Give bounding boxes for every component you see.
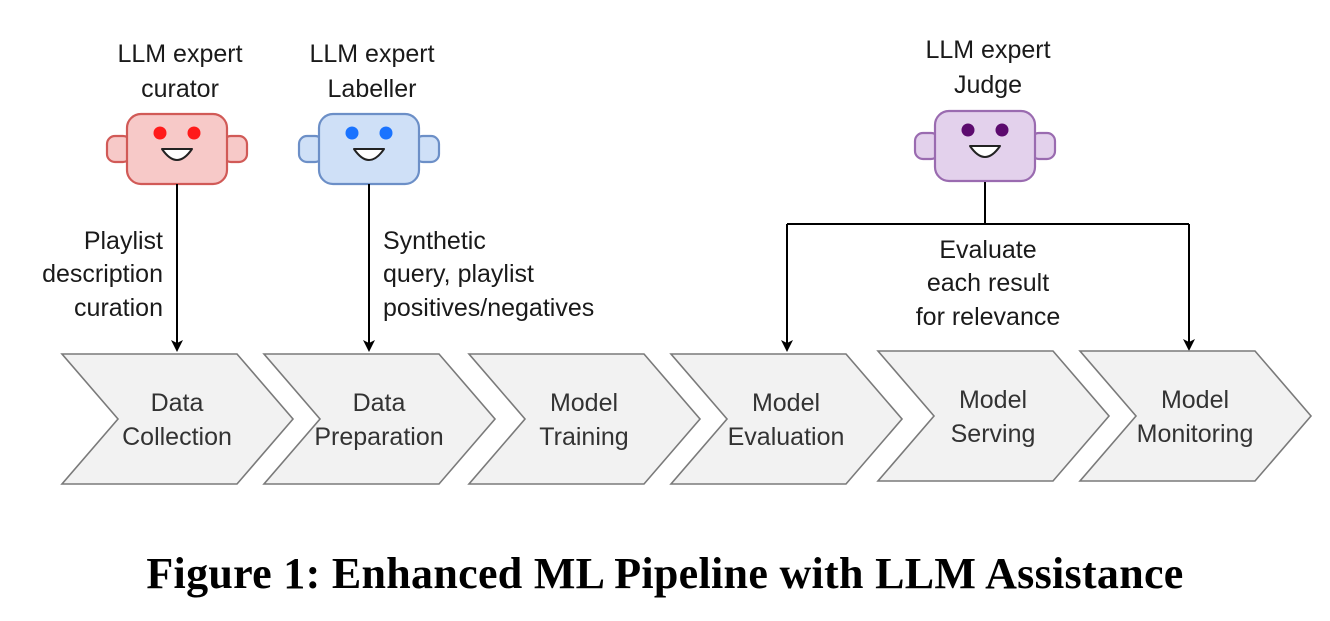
- curator-robot-icon: [105, 112, 249, 186]
- labeller-robot-icon: [297, 112, 441, 186]
- pipeline-diagram: LLM expert curator LLM expert Labeller L…: [42, 36, 1313, 485]
- svg-text:Model: Model: [959, 386, 1027, 414]
- figure-caption: Figure 1: Enhanced ML Pipeline with LLM …: [146, 549, 1184, 598]
- expert-judge-title: LLM expert: [925, 36, 1050, 64]
- stage-model-evaluation: Model Evaluation: [669, 353, 904, 485]
- svg-text:Model: Model: [550, 389, 618, 417]
- svg-text:curation: curation: [74, 294, 163, 322]
- svg-text:Evaluation: Evaluation: [728, 423, 845, 451]
- judge-robot-icon: [913, 109, 1057, 183]
- svg-text:Evaluate: Evaluate: [939, 236, 1036, 264]
- annotation-evaluation: Evaluate each result for relevance: [916, 236, 1061, 331]
- svg-text:Model: Model: [752, 389, 820, 417]
- svg-text:Playlist: Playlist: [84, 227, 163, 255]
- stage-model-serving: Model Serving: [876, 350, 1111, 482]
- svg-text:Training: Training: [539, 423, 628, 451]
- svg-text:Data: Data: [353, 389, 406, 417]
- svg-text:for relevance: for relevance: [916, 303, 1061, 331]
- annotation-labelling: Synthetic query, playlist positives/nega…: [383, 227, 594, 322]
- annotation-curation: Playlist description curation: [42, 227, 163, 322]
- svg-text:each result: each result: [927, 269, 1049, 297]
- expert-labeller-title: LLM expert: [309, 40, 434, 68]
- stage-model-training: Model Training: [467, 353, 702, 485]
- stage-data-collection: Data Collection: [60, 353, 295, 485]
- svg-text:Serving: Serving: [951, 420, 1036, 448]
- svg-text:Monitoring: Monitoring: [1137, 420, 1254, 448]
- svg-text:Data: Data: [151, 389, 204, 417]
- stage-model-monitoring: Model Monitoring: [1078, 350, 1313, 482]
- svg-text:Model: Model: [1161, 386, 1229, 414]
- expert-curator-title: LLM expert: [117, 40, 242, 68]
- expert-labeller-role: Labeller: [328, 75, 417, 103]
- svg-text:Collection: Collection: [122, 423, 232, 451]
- svg-text:Preparation: Preparation: [314, 423, 443, 451]
- expert-judge-role: Judge: [954, 71, 1022, 99]
- svg-text:Synthetic: Synthetic: [383, 227, 486, 255]
- svg-text:description: description: [42, 260, 163, 288]
- svg-text:query, playlist: query, playlist: [383, 260, 534, 288]
- stage-data-preparation: Data Preparation: [262, 353, 497, 485]
- expert-curator-role: curator: [141, 75, 219, 103]
- svg-text:positives/negatives: positives/negatives: [383, 294, 594, 322]
